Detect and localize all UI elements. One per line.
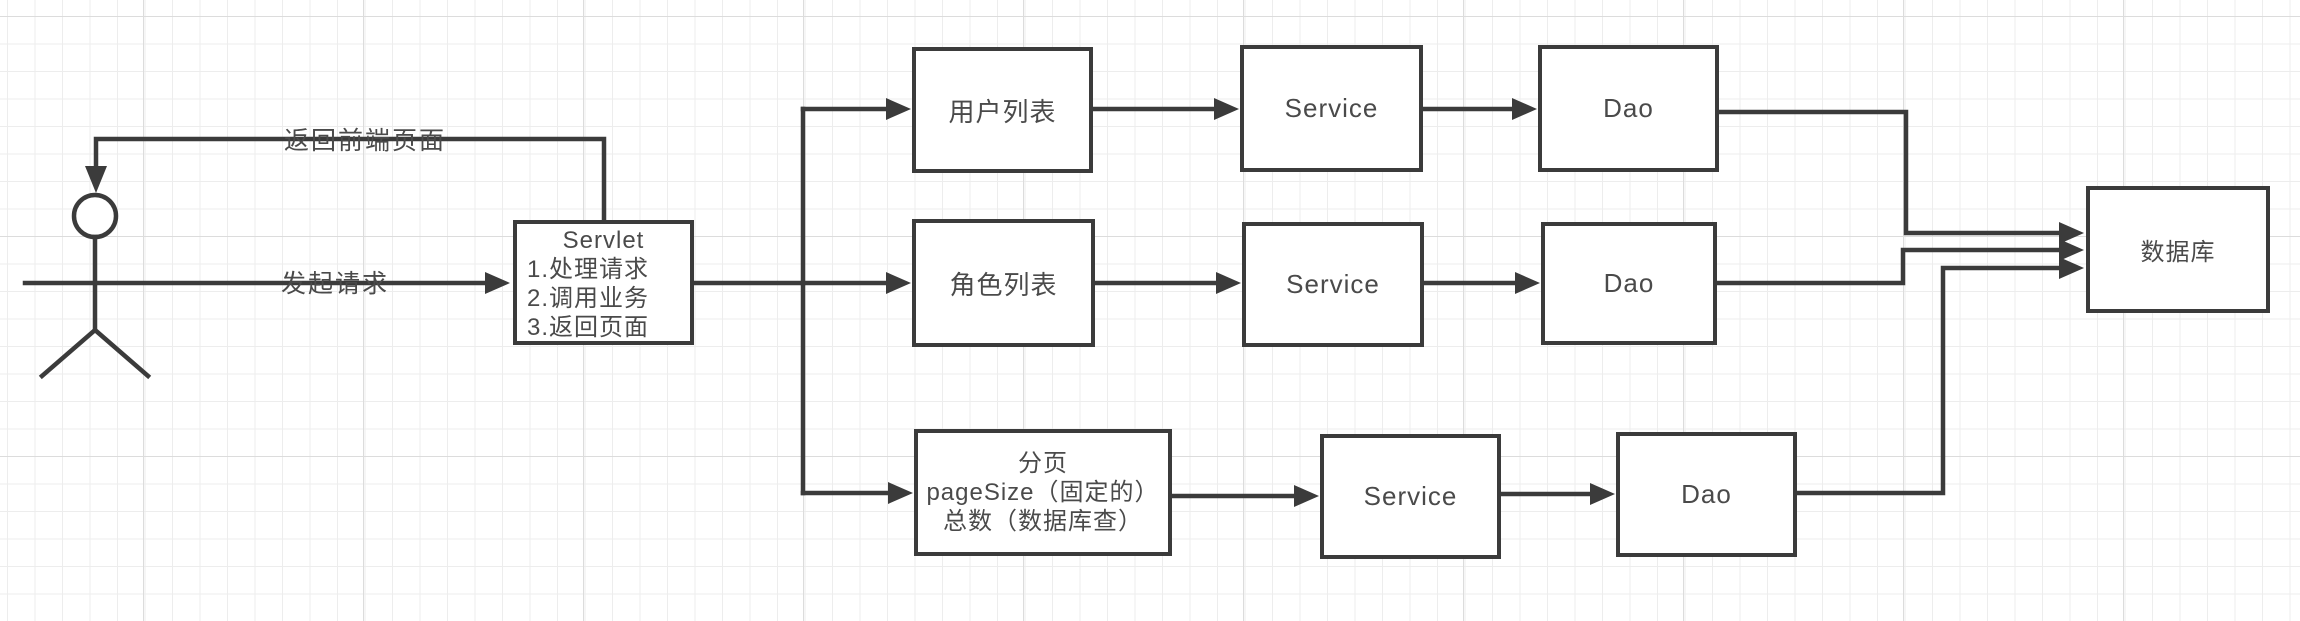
edge-userlist-to-service <box>1090 98 1239 120</box>
edge-service2-to-dao2 <box>1421 272 1540 294</box>
actor-leg-left <box>38 326 99 380</box>
arrowhead-right-icon <box>485 272 510 294</box>
arrowhead-down-icon <box>85 166 107 193</box>
servlet-title: Servlet <box>562 226 645 254</box>
paging-line-2: pageSize（固定的） <box>926 479 1160 506</box>
node-dao-row1: Dao <box>1538 45 1719 172</box>
edge-dao2-to-database <box>1714 239 2084 286</box>
node-service-row2: Service <box>1242 222 1424 347</box>
node-role-list: 角色列表 <box>912 219 1095 347</box>
edge-service1-to-dao1 <box>1420 98 1537 120</box>
edge-servlet-to-actor <box>85 136 607 223</box>
actor-figure <box>38 192 152 380</box>
node-dao-row2: Dao <box>1541 222 1717 345</box>
paging-line-3: 总数（数据库查） <box>943 508 1143 535</box>
paging-line-1: 分页 <box>1018 450 1068 477</box>
node-service-row1: Service <box>1240 45 1423 172</box>
node-dao-row3: Dao <box>1616 432 1797 557</box>
edge-dao3-to-database <box>1794 257 2084 496</box>
node-service-row3: Service <box>1320 434 1501 559</box>
edge-actor-to-servlet <box>22 272 510 294</box>
edge-paging-to-service <box>1169 485 1319 507</box>
node-database: 数据库 <box>2086 186 2270 313</box>
edge-dao1-to-database <box>1716 109 2084 244</box>
return-edge-label: 返回前端页面 <box>283 127 447 155</box>
request-edge-label: 发起请求 <box>280 270 390 298</box>
actor-head <box>71 192 119 240</box>
node-paging: 分页 pageSize（固定的） 总数（数据库查） <box>914 429 1172 556</box>
edge-service3-to-dao3 <box>1498 483 1615 505</box>
edge-rolelist-to-service <box>1092 272 1241 294</box>
actor-leg-right <box>91 326 152 380</box>
servlet-step-1: 1.处理请求 <box>527 255 650 283</box>
node-servlet: Servlet 1.处理请求 2.调用业务 3.返回页面 <box>513 220 694 345</box>
node-user-list: 用户列表 <box>912 47 1093 173</box>
servlet-step-2: 2.调用业务 <box>527 284 650 312</box>
servlet-step-3: 3.返回页面 <box>527 313 650 341</box>
edge-servlet-branches <box>691 98 913 504</box>
